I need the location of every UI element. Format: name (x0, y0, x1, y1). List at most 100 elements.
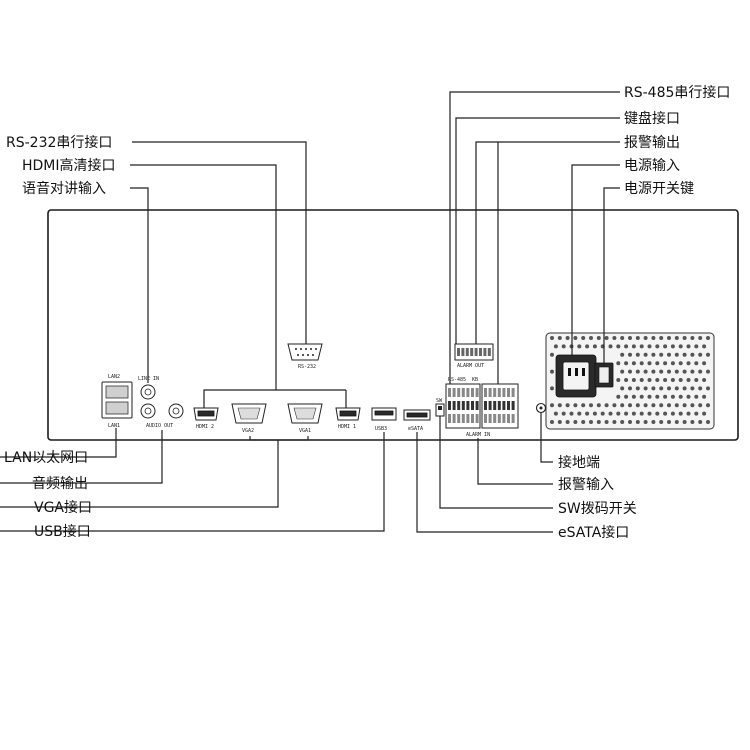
vent-hole (674, 336, 679, 340)
terminal-pin (475, 414, 479, 423)
vent-hole (616, 411, 621, 416)
callout-alarm-output: 报警输出 (624, 135, 680, 151)
vent-hole (682, 420, 687, 424)
terminal-pin (479, 348, 482, 356)
vga1-port: VGA1 (287, 403, 323, 434)
vent-hole (706, 403, 710, 408)
lan2-label: LAN2 (108, 374, 120, 380)
rs485-label: RS-485 (448, 377, 466, 383)
rs232-port-label: RS-232 (298, 364, 316, 370)
usb3-label: USB3 (375, 426, 387, 432)
terminal-pin (511, 401, 515, 410)
vent-hole (698, 336, 703, 340)
vent-hole (647, 411, 652, 416)
vent-hole (628, 336, 632, 340)
vent-hole (682, 336, 687, 340)
vent-hole (561, 344, 566, 349)
vent-hole (635, 420, 640, 424)
esata-port: eSATA (403, 409, 431, 432)
vent-hole (651, 336, 656, 340)
vent-hole (702, 394, 707, 399)
vent-hole (682, 386, 687, 391)
callout-power-input: 电源输入 (624, 158, 680, 174)
vent-hole (635, 336, 640, 340)
vent-hole (670, 394, 675, 399)
vent-hole (686, 411, 691, 416)
vent-hole (686, 378, 691, 382)
vent-hole (635, 386, 640, 391)
terminal-pin (457, 401, 461, 410)
terminal-pin (461, 401, 465, 410)
callout-alarm-input: 报警输入 (558, 477, 614, 493)
vent-hole (565, 403, 570, 408)
vent-hole (659, 386, 664, 391)
vent-hole (628, 369, 632, 374)
vent-hole (651, 352, 656, 357)
vent-hole (655, 411, 660, 416)
vent-hole (690, 369, 695, 374)
vent-hole (569, 411, 574, 416)
vent-hole (550, 369, 554, 374)
callout-rs485: RS-485串行接口 (624, 84, 730, 101)
vent-hole (651, 386, 656, 391)
terminal-pin (466, 401, 470, 410)
vent-hole (604, 420, 609, 424)
vent-hole (565, 336, 570, 340)
vent-hole (624, 378, 629, 382)
terminal-pin (497, 414, 501, 423)
vga2-port: VGA2 (231, 403, 267, 434)
vent-hole (565, 420, 570, 424)
hdmi1-port: HDMI 1 (335, 407, 361, 430)
hdmi1-label: HDMI 1 (338, 424, 356, 430)
alarm-out-label: ALARM OUT (457, 363, 484, 369)
vent-hole (706, 420, 710, 424)
vent-hole (620, 403, 625, 408)
vent-hole (667, 420, 671, 424)
terminal-pin (448, 401, 451, 410)
vent-hole (647, 394, 652, 399)
vent-hole (655, 344, 660, 349)
vent-hole (550, 403, 554, 408)
vent-hole (553, 344, 558, 349)
vent-hole (631, 361, 636, 366)
terminal-pin (452, 388, 456, 397)
terminal-pin (484, 401, 487, 410)
vent-hole (655, 361, 660, 366)
terminal-pin (461, 388, 465, 397)
terminal-pin (474, 348, 478, 356)
vent-hole (557, 336, 562, 340)
vent-hole (659, 336, 664, 340)
vent-hole (608, 411, 613, 416)
lan-ports: LAN2 LAN1 (101, 374, 133, 429)
terminal-pin (471, 401, 474, 410)
vent-hole (659, 403, 664, 408)
leader-lines (0, 91, 620, 533)
vent-hole (647, 361, 652, 366)
vent-hole (678, 394, 683, 399)
ground-terminal (535, 402, 547, 414)
vent-hole (557, 403, 562, 408)
vent-hole (616, 344, 621, 349)
vent-hole (628, 386, 632, 391)
vent-hole (706, 336, 710, 340)
vent-hole (604, 336, 609, 340)
vent-hole (604, 403, 609, 408)
terminal-pin (452, 414, 456, 423)
vent-hole (674, 403, 679, 408)
terminal-pin (507, 388, 510, 397)
vent-hole (616, 361, 621, 366)
terminal-pin (457, 348, 460, 356)
terminal-pin (507, 401, 510, 410)
vent-hole (682, 369, 687, 374)
vent-hole (620, 369, 625, 374)
vent-hole (690, 386, 695, 391)
vent-hole (667, 386, 671, 391)
hdmi2-port: HDMI 2 (193, 407, 219, 430)
terminal-pin (488, 388, 492, 397)
vent-hole (655, 378, 660, 382)
audio-out-label: AUDIO OUT (146, 423, 173, 429)
vent-hole (698, 386, 703, 391)
vent-hole (667, 352, 671, 357)
vent-hole (639, 394, 644, 399)
